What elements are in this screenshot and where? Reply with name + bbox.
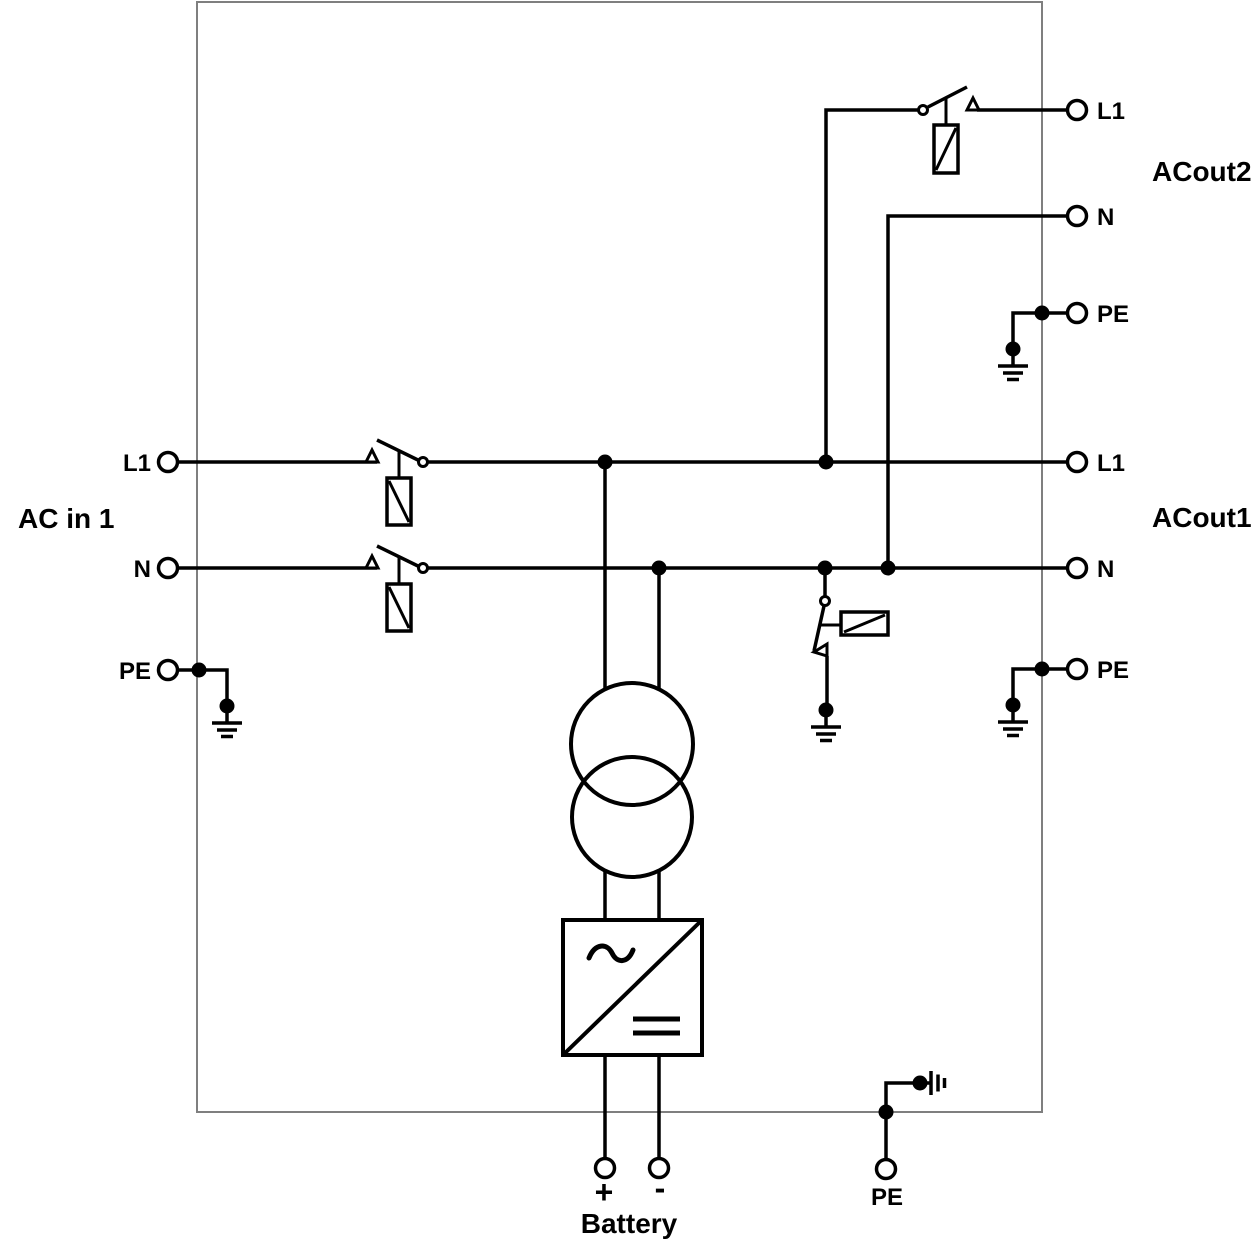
- terminals: [156, 98, 1089, 1181]
- wire-acout2-n: [886, 214, 1068, 568]
- ground-relay-n: [810, 595, 890, 659]
- input-relay-n: [363, 544, 429, 633]
- acout1-pe-label: PE: [1097, 657, 1129, 684]
- chassis-ground-icon: [910, 1069, 947, 1097]
- relay-contact-icon: [363, 552, 381, 570]
- relay-pivot-icon: [917, 104, 929, 116]
- battery-minus-label: -: [655, 1170, 666, 1206]
- terminal-acout2-pe: [1065, 301, 1089, 325]
- transformer-secondary-winding: [570, 755, 694, 879]
- acout2-relay-l1: [917, 85, 982, 175]
- wire-acout2-pe: [1011, 311, 1068, 349]
- relay-contact-icon: [810, 641, 829, 659]
- wire-chassis-pe: [884, 1081, 920, 1160]
- terminal-acin-l1: [156, 450, 180, 474]
- relay-coil-diagonal: [387, 480, 411, 523]
- relay-blade-icon: [812, 605, 826, 652]
- wire-acout2-l1-branch: [824, 108, 919, 462]
- ac-sine-icon: [586, 943, 636, 963]
- acout1-l1-label: L1: [1097, 450, 1125, 477]
- acout2-group-label: ACout2: [1152, 156, 1251, 187]
- battery-plus-label: +: [595, 1174, 614, 1210]
- junction-acout1-pe: [1034, 661, 1050, 677]
- acin-group-label: AC in 1: [18, 503, 114, 534]
- acout2-l1-label: L1: [1097, 98, 1125, 125]
- acout1-n-label: N: [1097, 556, 1114, 583]
- transformer-icon: [569, 681, 695, 879]
- terminal-acin-n: [156, 556, 180, 580]
- junction-l1-transformer: [597, 454, 613, 470]
- acout1-group-label: ACout1: [1152, 502, 1251, 533]
- terminal-acout1-pe: [1065, 657, 1089, 681]
- relay-pivot-icon: [819, 595, 831, 607]
- relay-blade-icon: [376, 544, 421, 569]
- earth-ground-icon-acout1: [996, 695, 1030, 738]
- acout2-n-label: N: [1097, 204, 1114, 231]
- relay-coil-diagonal: [387, 586, 411, 629]
- terminal-acout2-n: [1065, 204, 1089, 228]
- relay-coil-diagonal: [934, 127, 958, 171]
- relay-pivot-icon: [417, 562, 429, 574]
- wire-acout1-pe: [1011, 667, 1068, 705]
- earth-ground-icon-acin: [210, 696, 244, 739]
- input-relay-l1: [363, 438, 429, 527]
- transformer-primary-winding: [569, 681, 695, 807]
- earth-ground-icon-acout2: [996, 339, 1030, 382]
- relay-pivot-icon: [417, 456, 429, 468]
- relay-contact-icon: [964, 94, 982, 112]
- terminal-acout1-l1: [1065, 450, 1089, 474]
- inverter-charger-icon: [561, 918, 704, 1057]
- terminal-acin-pe: [156, 658, 180, 682]
- acin-n-label: N: [134, 556, 151, 583]
- acout2-pe-label: PE: [1097, 301, 1129, 328]
- terminal-acout1-n: [1065, 556, 1089, 580]
- acin-l1-label: L1: [123, 450, 151, 477]
- terminal-chassis-pe: [874, 1157, 898, 1181]
- terminal-battery-plus: [593, 1156, 617, 1180]
- battery-group-label: Battery: [581, 1208, 678, 1239]
- junction-n-ground-relay: [817, 560, 833, 576]
- earth-ground-icon-relay: [809, 700, 843, 743]
- junction-chassis-pe: [878, 1104, 894, 1120]
- junction-n-transformer: [651, 560, 667, 576]
- terminal-battery-minus: [647, 1156, 671, 1180]
- chassis-pe-label: PE: [871, 1184, 903, 1211]
- terminal-acout2-l1: [1065, 98, 1089, 122]
- inverter-diagonal: [561, 918, 704, 1057]
- device-enclosure-outline: [196, 1, 1043, 1113]
- junction-acout2-pe: [1034, 305, 1050, 321]
- relay-contact-icon: [363, 446, 381, 464]
- relay-blade-icon: [376, 438, 421, 463]
- acin-pe-label: PE: [119, 658, 151, 685]
- wires: [177, 108, 1068, 1160]
- relay-coil-diagonal: [843, 613, 886, 634]
- junction-dots: [191, 305, 1050, 1120]
- junction-acin-pe: [191, 662, 207, 678]
- junction-n-acout2: [880, 560, 896, 576]
- junction-l1-acout2: [818, 454, 834, 470]
